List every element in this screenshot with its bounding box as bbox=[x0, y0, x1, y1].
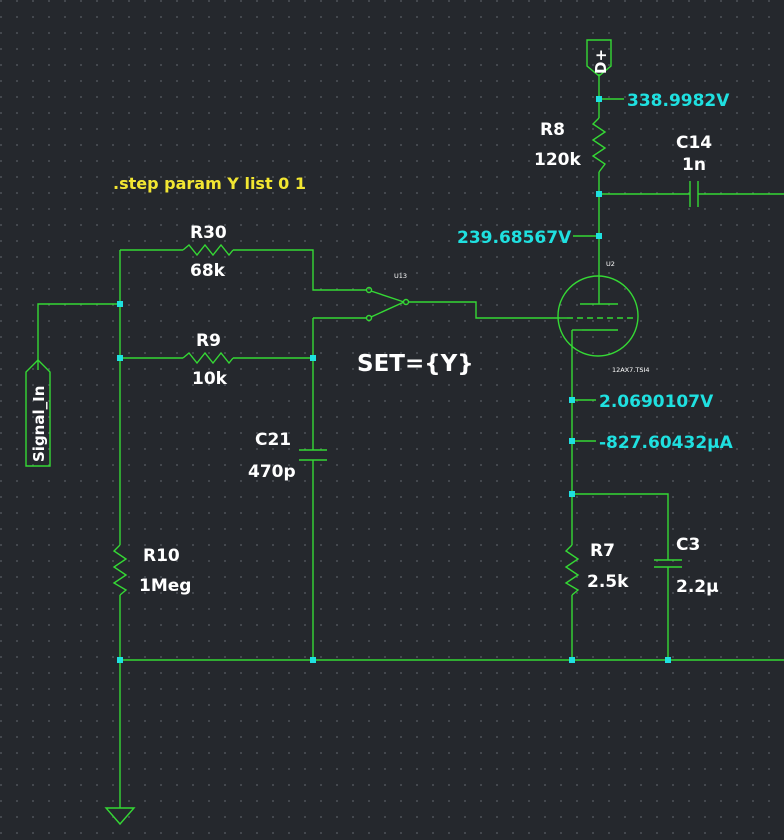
r8-value: 120k bbox=[534, 150, 581, 170]
cathode-current-readout: -827.60432µA bbox=[599, 433, 734, 453]
c3-value: 2.2µ bbox=[676, 577, 719, 597]
r7-value: 2.5k bbox=[587, 572, 629, 592]
triode-u2[interactable] bbox=[557, 275, 639, 357]
resistor-r7[interactable] bbox=[564, 544, 580, 596]
capacitor-c14[interactable] bbox=[689, 181, 699, 207]
switch-ref: U13 bbox=[394, 272, 407, 280]
wires bbox=[37, 74, 784, 826]
c14-ref: C14 bbox=[676, 133, 712, 153]
tube-model: 12AX7.TSI4 bbox=[612, 366, 650, 374]
plate-voltage-readout: 239.68567V bbox=[457, 228, 572, 248]
r8-ref: R8 bbox=[540, 120, 565, 140]
resistor-r30[interactable] bbox=[182, 243, 234, 257]
tube-ref: U2 bbox=[606, 260, 615, 268]
resistor-r10[interactable] bbox=[112, 544, 128, 596]
junctions bbox=[117, 96, 671, 663]
power-flag-label: D+ bbox=[592, 49, 610, 74]
r9-value: 10k bbox=[192, 369, 228, 389]
r7-ref: R7 bbox=[590, 541, 615, 561]
c21-value: 470p bbox=[248, 462, 296, 482]
capacitor-c3[interactable] bbox=[654, 559, 682, 568]
r10-ref: R10 bbox=[143, 546, 180, 566]
r9-ref: R9 bbox=[196, 331, 221, 351]
r30-ref: R30 bbox=[190, 223, 227, 243]
input-flag-signal-in[interactable]: Signal_In bbox=[25, 359, 51, 467]
resistor-r8[interactable] bbox=[591, 117, 607, 173]
input-flag-label: Signal_In bbox=[30, 386, 48, 462]
r10-value: 1Meg bbox=[139, 576, 191, 596]
c14-value: 1n bbox=[682, 155, 706, 175]
step-directive[interactable]: .step param Y list 0 1 bbox=[113, 174, 306, 193]
r30-value: 68k bbox=[190, 261, 226, 281]
supply-voltage-readout: 338.9982V bbox=[627, 91, 730, 111]
resistor-r9[interactable] bbox=[182, 351, 234, 365]
switch-u13[interactable] bbox=[365, 286, 410, 322]
capacitor-c21[interactable] bbox=[299, 449, 327, 461]
cathode-voltage-readout: 2.0690107V bbox=[599, 392, 714, 412]
power-flag-dplus[interactable]: D+ bbox=[586, 39, 612, 77]
switch-set-expression[interactable]: SET={Y} bbox=[357, 351, 474, 377]
c21-ref: C21 bbox=[255, 430, 291, 450]
c3-ref: C3 bbox=[676, 535, 700, 555]
